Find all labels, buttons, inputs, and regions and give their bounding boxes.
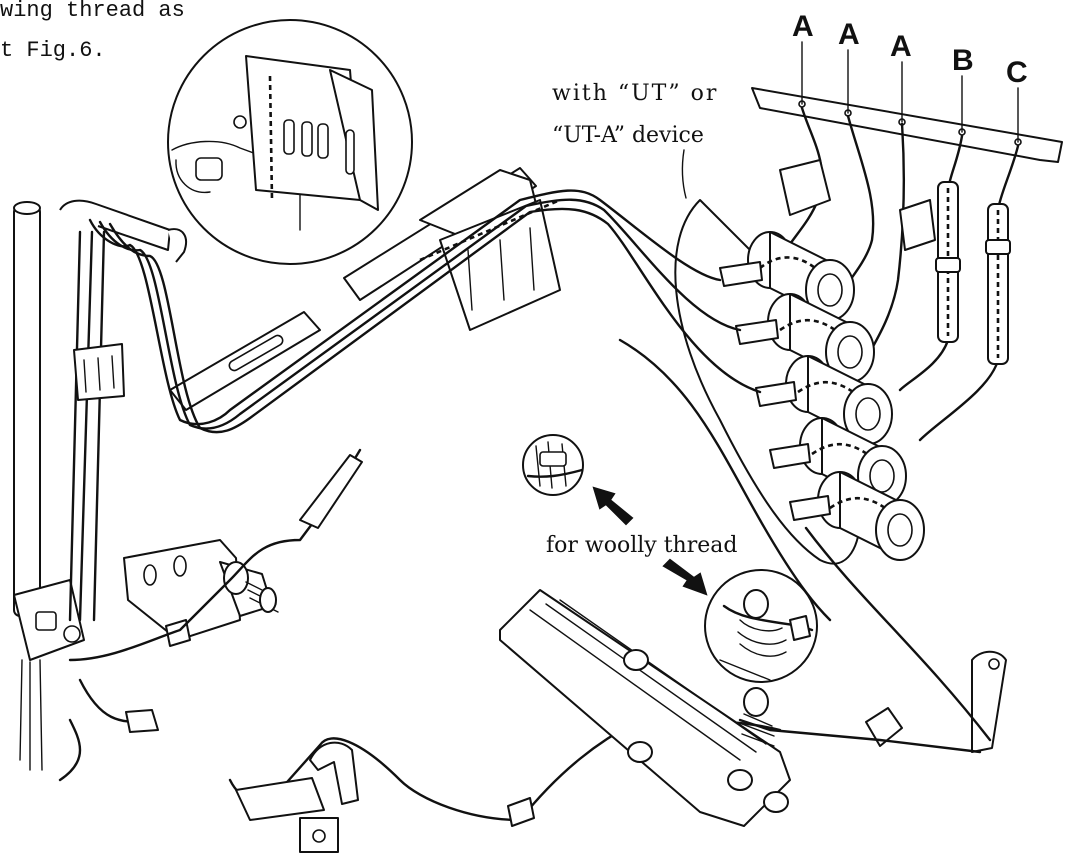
woolly-inset-small xyxy=(522,434,584,496)
device-note-leader xyxy=(681,149,687,199)
lower-looper-guide-arm xyxy=(865,650,1007,753)
guide-label-a2: A xyxy=(838,18,860,51)
upper-looper-guide xyxy=(59,199,187,263)
tension-discs xyxy=(719,231,925,561)
thread-guide-plate xyxy=(751,41,1063,163)
woolly-thread-note: for woolly thread xyxy=(546,533,737,558)
needle-thread-tail xyxy=(58,718,82,782)
main-thread-bundle xyxy=(88,189,762,434)
needle-bar xyxy=(13,201,125,771)
guide-rail xyxy=(169,167,561,411)
woolly-inset-large xyxy=(704,569,818,683)
looper-base-assembly xyxy=(499,589,791,827)
guide-label-a1: A xyxy=(792,10,814,43)
guide-label-b: B xyxy=(952,44,974,77)
caption-line-1: wing thread as xyxy=(0,0,185,23)
arrow-to-large-inset xyxy=(662,558,708,596)
magnified-inset-top xyxy=(167,19,413,265)
guide-label-c: C xyxy=(1006,56,1028,89)
tension-disc-2 xyxy=(767,293,875,383)
caption-line-2: t Fig.6. xyxy=(0,38,106,63)
device-note-line-2: “UT-A” device xyxy=(552,123,704,148)
looper-tension-left xyxy=(68,448,363,733)
tension-disc-3 xyxy=(785,355,893,445)
guide-label-a3: A xyxy=(890,30,912,63)
thread-tube-b xyxy=(935,181,961,343)
tension-disc-4 xyxy=(799,417,907,507)
device-note-line-1: with “UT” or xyxy=(552,81,718,106)
thread-tube-c xyxy=(985,203,1011,365)
arrow-to-small-inset xyxy=(592,486,634,526)
lower-looper xyxy=(235,741,359,853)
